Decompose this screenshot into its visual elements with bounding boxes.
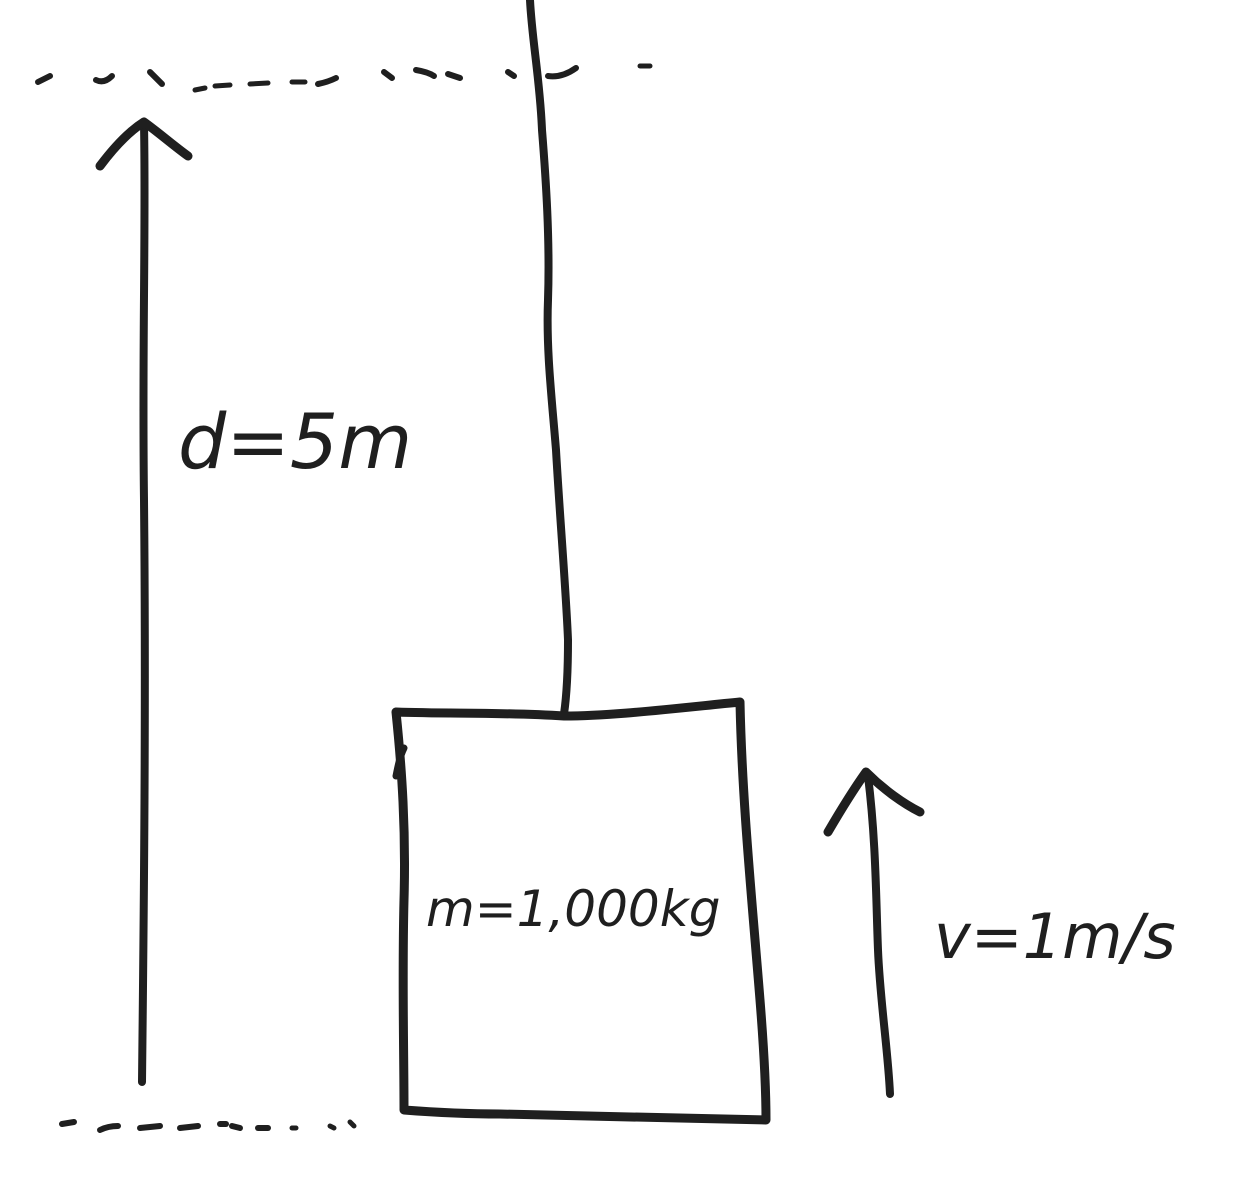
bottom-dashed-line: [59, 1119, 357, 1133]
top-dashed-line: [35, 63, 653, 93]
rope: [526, 0, 572, 718]
mass-label: m=1,000kg: [426, 880, 720, 938]
mass-block: [391, 697, 771, 1125]
velocity-arrow: [823, 767, 925, 1098]
distance-arrow: [95, 117, 193, 1086]
velocity-label: v=1m/s: [934, 900, 1176, 973]
distance-label: d=5m: [178, 397, 412, 486]
